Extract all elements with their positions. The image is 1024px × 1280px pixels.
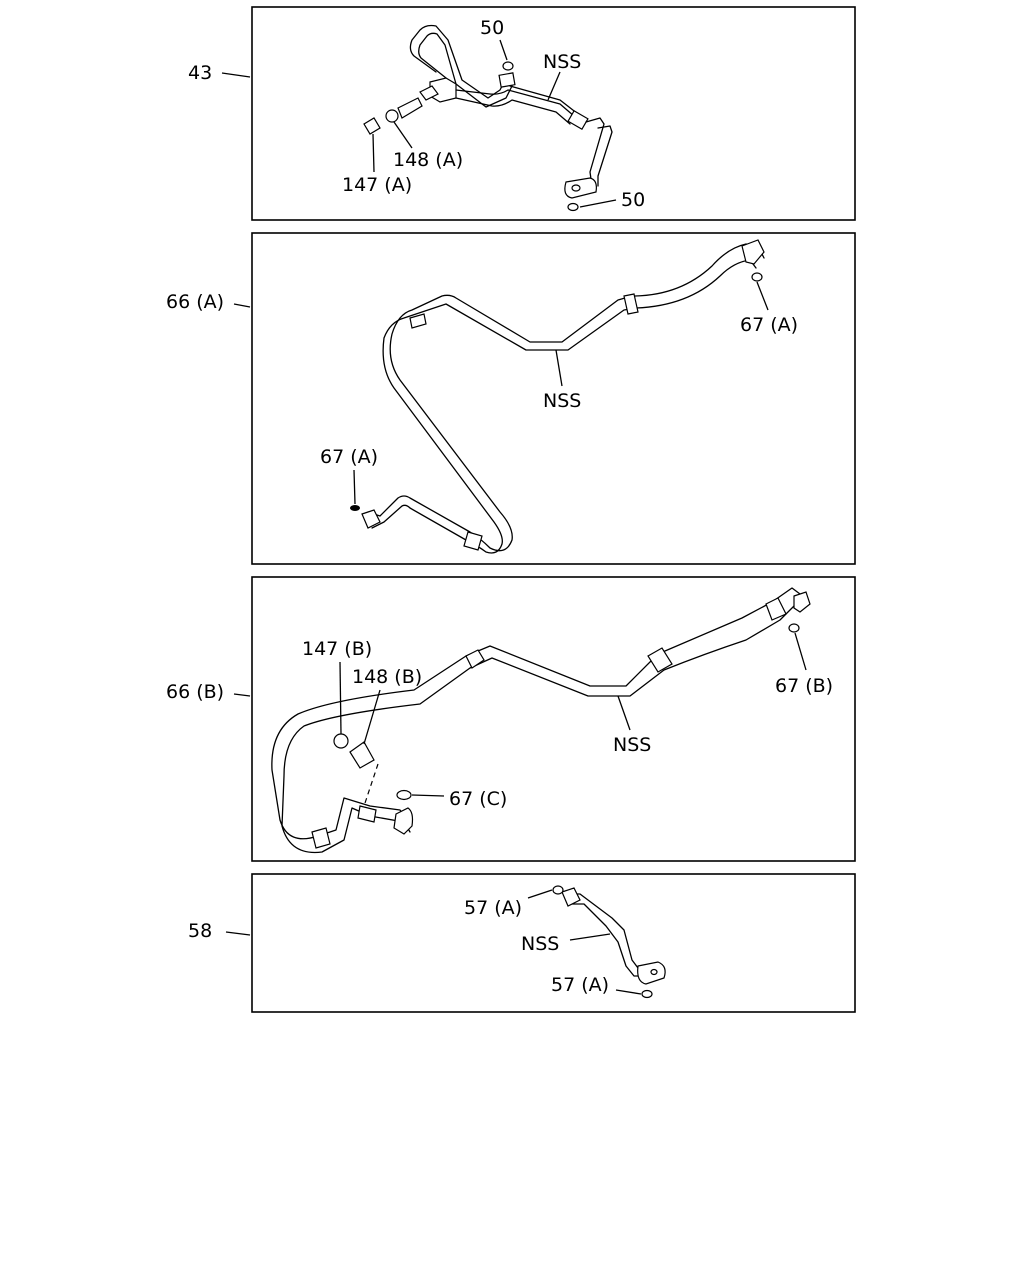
panel-id: 43	[188, 62, 212, 84]
o-ring-57a-top[interactable]	[552, 885, 564, 895]
panel-id: 66 (A)	[166, 291, 224, 313]
o-ring-67c[interactable]	[396, 789, 412, 801]
label-nss: NSS	[613, 734, 651, 756]
label-nss: NSS	[543, 390, 581, 412]
liquid-line-58[interactable]	[561, 887, 666, 985]
label-148a: 148 (A)	[393, 149, 463, 171]
label-57a-top: 57 (A)	[464, 897, 522, 919]
label-57a-bottom: 57 (A)	[551, 974, 609, 996]
label-67c: 67 (C)	[449, 788, 507, 810]
panel-58: 58 57 (A) NSS 57 (A)	[188, 873, 856, 1013]
label-50-bottom: 50	[621, 189, 645, 211]
discharge-hose-66a[interactable]	[361, 239, 765, 554]
discharge-hose-66b[interactable]	[271, 587, 811, 854]
panel-66b: 66 (B) 147 (B) 148	[166, 576, 856, 862]
label-147b: 147 (B)	[302, 638, 372, 660]
label-nss: NSS	[521, 933, 559, 955]
o-ring-50-top[interactable]	[502, 61, 514, 71]
panel-frame	[251, 873, 856, 1013]
label-nss: NSS	[543, 51, 581, 73]
o-ring-67a-right[interactable]	[751, 272, 763, 282]
o-ring-57a-bottom[interactable]	[641, 989, 653, 999]
panel-43: 43	[188, 6, 856, 221]
o-ring-67b[interactable]	[788, 623, 800, 633]
label-67a-left: 67 (A)	[320, 446, 378, 468]
panel-frame	[251, 232, 856, 565]
label-67a-right: 67 (A)	[740, 314, 798, 336]
o-ring-67a-left[interactable]	[350, 505, 360, 511]
label-147a: 147 (A)	[342, 174, 412, 196]
o-ring-50-bottom[interactable]	[567, 202, 579, 212]
panel-id: 58	[188, 920, 212, 942]
panel-66a: 66 (A) 67 (A) NSS 67 (A)	[166, 232, 856, 565]
panel-id: 66 (B)	[166, 681, 224, 703]
suction-hose-43[interactable]	[363, 24, 613, 199]
label-148b: 148 (B)	[352, 666, 422, 688]
panel-frame	[251, 6, 856, 221]
label-50-top: 50	[480, 17, 504, 39]
panel-frame	[251, 576, 856, 862]
label-67b: 67 (B)	[775, 675, 833, 697]
